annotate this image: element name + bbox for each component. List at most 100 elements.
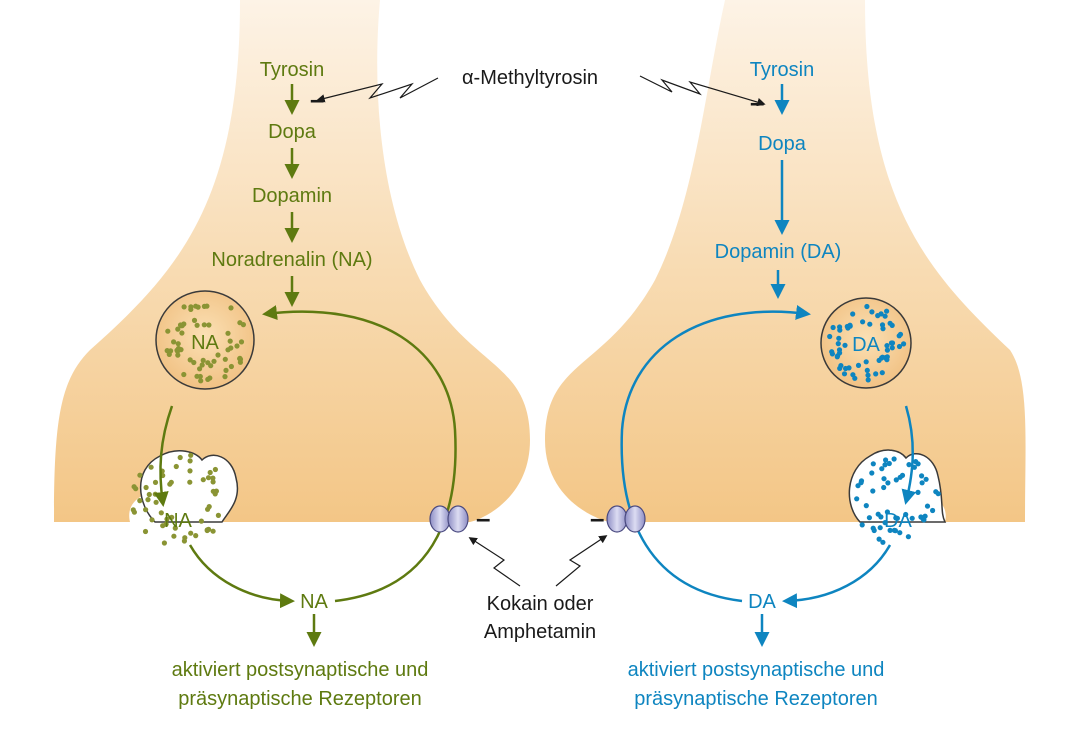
vesicle-dot (881, 476, 887, 482)
vesicle-dot (223, 367, 229, 373)
vesicle-dot (152, 491, 158, 497)
vesicle-dot (893, 515, 899, 521)
vesicle-dot (834, 354, 840, 360)
vesicle-dot (867, 321, 873, 327)
vesicle-dot (158, 510, 164, 516)
vesicle-dot (889, 322, 895, 328)
left-effect-line1: aktiviert postsynaptische und (172, 659, 429, 681)
right-release-vesicle (848, 449, 947, 523)
vesicle-dot (903, 511, 909, 518)
vesicle-dot (863, 503, 869, 509)
vesicle-dot (137, 472, 143, 478)
vesicle-dot (870, 461, 876, 467)
vesicle-dot (210, 479, 216, 485)
vesicle-dot (860, 319, 866, 325)
vesicle-dot (200, 357, 206, 363)
vesicle-dot (879, 466, 885, 472)
vesicle-dot (198, 378, 204, 384)
vesicle-dot (238, 339, 245, 345)
vesicle-dot (145, 497, 151, 503)
vesicle-dot (909, 515, 915, 521)
vesicle-dot (879, 370, 885, 376)
vesicle-dot (199, 362, 205, 368)
vesicle-dot (884, 509, 891, 515)
left-dopamin-label: Dopamin (252, 185, 332, 207)
vesicle-dot (835, 341, 841, 347)
vesicle-dot (210, 475, 216, 481)
vesicle-dot (201, 322, 207, 328)
vesicle-dot (837, 327, 843, 333)
left-vesicle-dots (164, 303, 246, 384)
vesicle-dot (896, 333, 902, 339)
vesicle-dot (935, 491, 941, 497)
left-release-label: NA (164, 510, 192, 532)
vesicle-dot (195, 304, 201, 310)
left-release-dots (130, 452, 221, 546)
right-vesicle-dots (827, 303, 907, 383)
vesicle-dot (188, 452, 194, 458)
vesicle-dot (225, 330, 231, 336)
vesicle-dot (227, 338, 233, 344)
vesicle-dot (193, 533, 199, 539)
vesicle-dot (888, 340, 895, 346)
vesicle-dot (200, 477, 206, 483)
left-vesicle-label: NA (191, 332, 219, 354)
vesicle-dot (169, 514, 175, 520)
vesicle-dot (882, 313, 888, 319)
vesicle-dot (878, 514, 884, 520)
vesicle-dot (187, 479, 193, 485)
vesicle-dot (842, 342, 848, 348)
vesicle-dot (893, 477, 899, 483)
vesicle-dot (875, 313, 881, 319)
vesicle-dot (188, 304, 194, 310)
vesicle-dot (847, 322, 853, 328)
vesicle-dot (879, 322, 886, 328)
vesicle-dot (225, 347, 231, 353)
vesicle-dot (924, 503, 931, 509)
vesicle-dot (191, 317, 198, 323)
vesicle-dot (865, 377, 871, 383)
vesicle-dot (211, 358, 217, 364)
vesicle-dot (163, 521, 169, 527)
vesicle-dot (194, 322, 200, 328)
vesicle-dot (830, 324, 836, 331)
vesicle-dot (887, 527, 893, 534)
vesicle-dot (161, 540, 167, 546)
right-tyrosin-label: Tyrosin (750, 59, 814, 81)
vesicle-dot (175, 326, 181, 332)
vesicle-dot (896, 343, 903, 350)
vesicle-dot (836, 335, 842, 341)
right-effect-line2: präsynaptische Rezeptoren (634, 688, 877, 710)
vesicle-dot (877, 525, 883, 531)
vesicle-dot (168, 348, 174, 354)
vesicle-dot (201, 303, 207, 309)
vesicle-dot (197, 366, 203, 372)
vesicle-dot (143, 484, 149, 491)
vesicle-dot (234, 343, 240, 349)
vesicle-dot (228, 305, 234, 311)
vesicle-dot (177, 454, 183, 461)
alpha-methyltyrosine-label: α-Methyltyrosin (462, 67, 598, 89)
vesicle-dot (882, 462, 888, 468)
left-exocytosis-arrow (153, 405, 174, 507)
vesicle-dot (165, 328, 171, 334)
vesicle-dot (880, 539, 886, 545)
vesicle-dot (873, 371, 879, 377)
vesicle-dot (897, 474, 903, 480)
right-transporter-inhibition-sign: – (590, 503, 604, 533)
vesicle-dot (883, 457, 889, 463)
right-reuptake-transporter (606, 505, 646, 533)
vesicle-dot (885, 480, 891, 486)
right-storage-vesicle (820, 297, 912, 389)
vesicle-dot (827, 333, 833, 340)
left-dopa-label: Dopa (268, 121, 317, 143)
vesicle-dot (838, 363, 844, 369)
vesicle-dot (188, 530, 194, 536)
right-methyltyrosine-zigzag (639, 75, 766, 107)
vesicle-dot (876, 357, 882, 363)
left-transporter-inhibition-sign: – (476, 503, 490, 533)
vesicle-dot (870, 525, 876, 531)
vesicle-dot (906, 462, 912, 468)
vesicle-dot (921, 517, 927, 523)
vesicle-dot (869, 309, 875, 315)
